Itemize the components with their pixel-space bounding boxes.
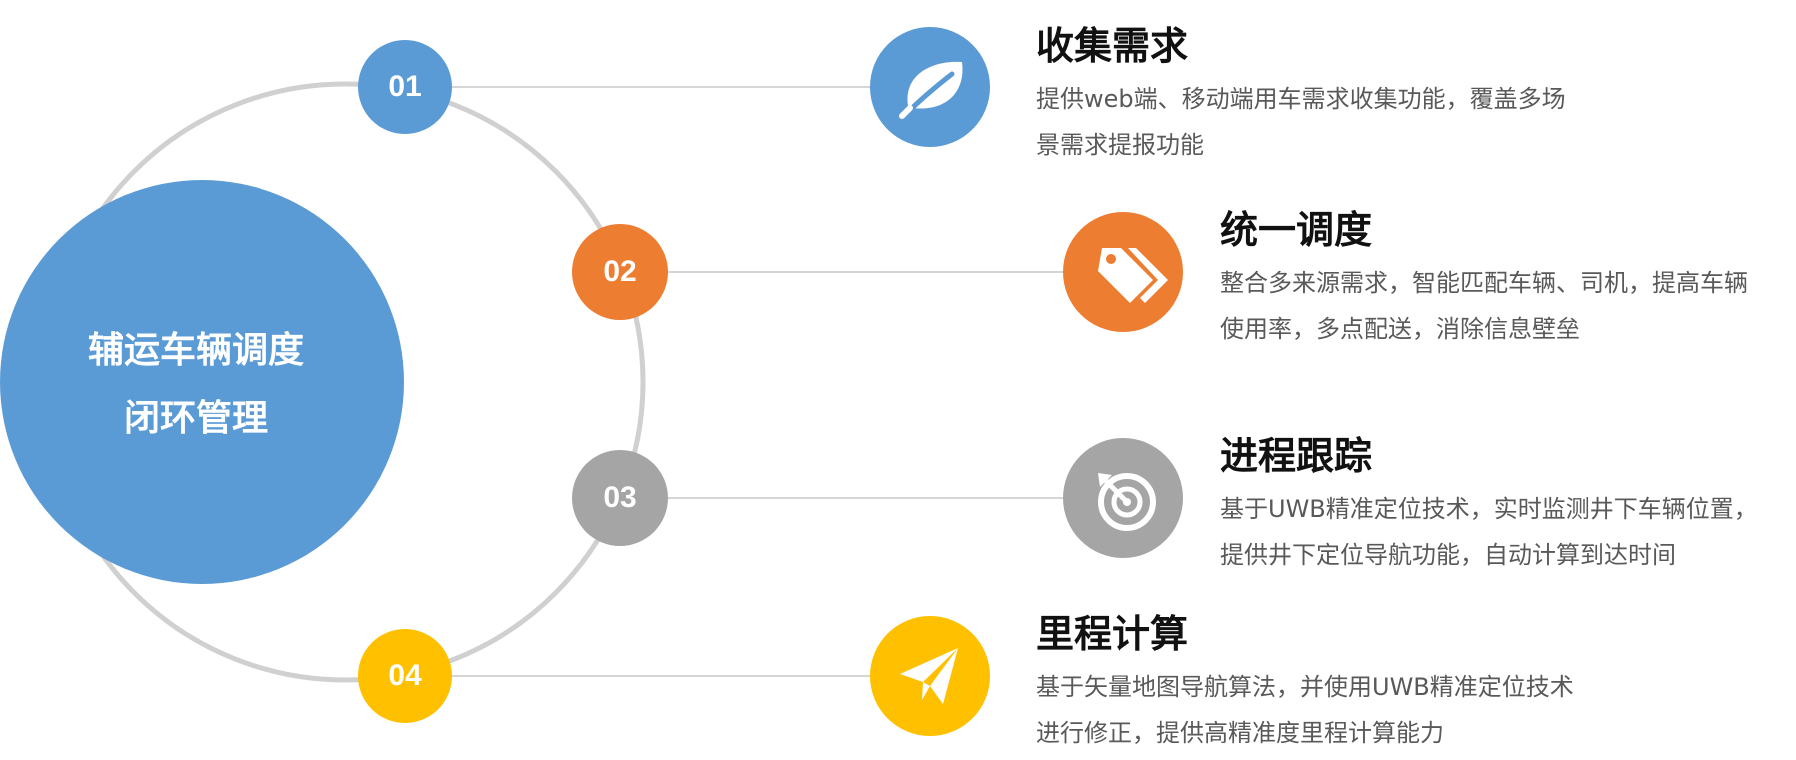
step-description-02-line2: 使用率，多点配送，消除信息壁垒 — [1220, 315, 1580, 343]
step-number-01: 01 — [388, 70, 421, 103]
step-badge-02 — [572, 224, 668, 320]
step-01: 收集需求 提供web端、移动端用车需求收集功能，覆盖多场 景需求提报功能 — [1036, 22, 1796, 168]
step-title-04: 里程计算 — [1036, 612, 1189, 656]
step-badge-04 — [358, 629, 452, 723]
step-description-03: 基于UWB精准定位技术，实时监测井下车辆位置， 提供井下定位导航功能，自动计算到… — [1220, 486, 1796, 578]
step-number-02: 02 — [603, 255, 636, 288]
leaf-icon — [870, 27, 990, 147]
step-04: 里程计算 基于矢量地图导航算法，并使用UWB精准定位技术 进行修正，提供高精准度… — [1036, 610, 1796, 756]
step-description-01: 提供web端、移动端用车需求收集功能，覆盖多场 景需求提报功能 — [1036, 76, 1796, 168]
step-description-01-line2: 景需求提报功能 — [1036, 131, 1204, 159]
center-title-line1: 辅运车辆调度 — [88, 330, 304, 371]
center-circle — [0, 180, 404, 584]
step-description-04-line1: 基于矢量地图导航算法，并使用UWB精准定位技术 — [1036, 673, 1574, 701]
step-description-02: 整合多来源需求，智能匹配车辆、司机，提高车辆 使用率，多点配送，消除信息壁垒 — [1220, 260, 1796, 352]
step-description-03-line1: 基于UWB精准定位技术，实时监测井下车辆位置， — [1220, 495, 1758, 523]
step-title-02: 统一调度 — [1220, 208, 1373, 252]
step-title-01: 收集需求 — [1036, 24, 1189, 68]
step-description-01-line1: 提供web端、移动端用车需求收集功能，覆盖多场 — [1036, 85, 1566, 113]
step-badge-03 — [572, 450, 668, 546]
step-badge-01 — [358, 40, 452, 134]
step-description-04-line2: 进行修正，提供高精准度里程计算能力 — [1036, 719, 1444, 747]
step-description-02-line1: 整合多来源需求，智能匹配车辆、司机，提高车辆 — [1220, 269, 1748, 297]
target-icon — [1063, 438, 1183, 558]
center-title-line2: 闭环管理 — [124, 398, 268, 439]
step-title-03: 进程跟踪 — [1220, 434, 1373, 478]
step-number-04: 04 — [388, 659, 422, 692]
step-description-03-line2: 提供井下定位导航功能，自动计算到达时间 — [1220, 541, 1676, 569]
step-02: 统一调度 整合多来源需求，智能匹配车辆、司机，提高车辆 使用率，多点配送，消除信… — [1220, 206, 1796, 352]
tags-icon — [1063, 212, 1183, 332]
paper-plane-icon — [870, 616, 990, 736]
step-number-03: 03 — [603, 481, 636, 514]
step-description-04: 基于矢量地图导航算法，并使用UWB精准定位技术 进行修正，提供高精准度里程计算能… — [1036, 664, 1796, 756]
step-03: 进程跟踪 基于UWB精准定位技术，实时监测井下车辆位置， 提供井下定位导航功能，… — [1220, 432, 1796, 578]
